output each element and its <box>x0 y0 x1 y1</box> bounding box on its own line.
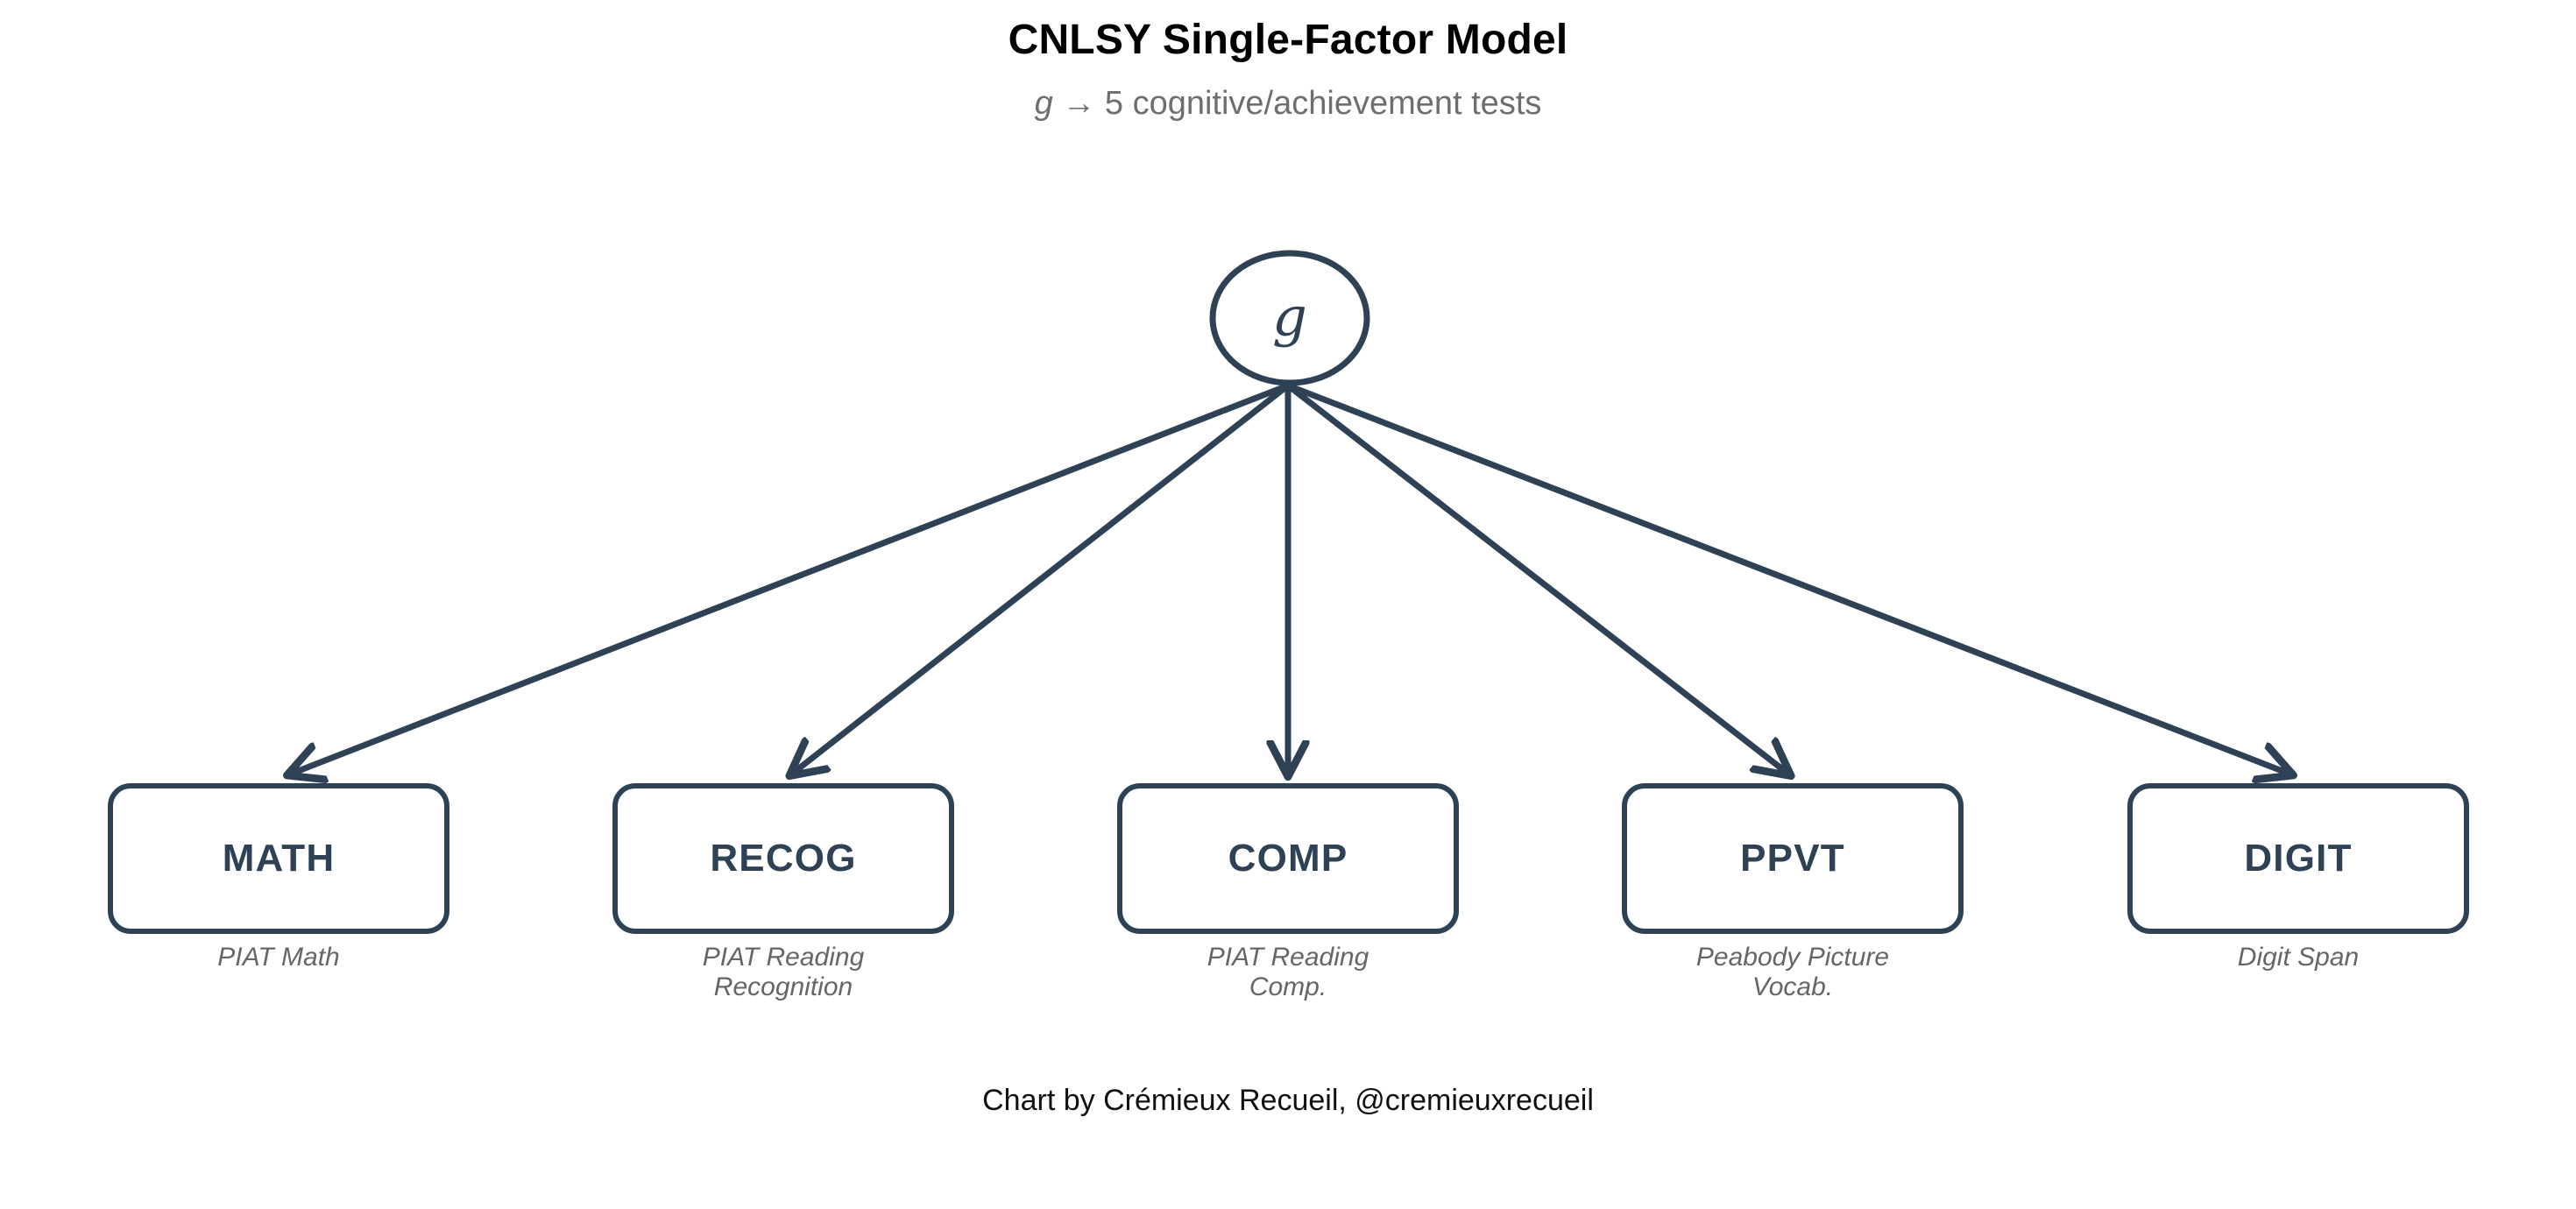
indicator-label-ppvt: PPVT <box>1740 837 1845 880</box>
subtitle-factor-symbol: g <box>1034 85 1053 122</box>
edge-g-to-digit <box>1286 382 2291 774</box>
indicator-box-math[interactable]: MATH <box>108 783 449 934</box>
caption-line: PIAT Math <box>217 943 340 972</box>
caption-line: Digit Span <box>2237 943 2360 972</box>
indicator-caption-math: PIAT Math <box>86 943 471 972</box>
caption-line: Comp. <box>1249 972 1327 1001</box>
indicator-box-comp[interactable]: COMP <box>1117 783 1459 934</box>
latent-factor-node-g[interactable] <box>1209 250 1370 386</box>
indicator-box-digit[interactable]: DIGIT <box>2127 783 2469 934</box>
indicator-label-digit: DIGIT <box>2244 837 2353 880</box>
caption-line: PIAT Reading <box>702 943 865 972</box>
caption-line: Peabody Picture <box>1695 943 1890 972</box>
page-subtitle: g → 5 cognitive/achievement tests <box>0 85 2576 123</box>
indicator-box-recog[interactable]: RECOG <box>612 783 954 934</box>
page-title: CNLSY Single-Factor Model <box>1008 17 1568 63</box>
latent-factor-label: g <box>1272 285 1307 349</box>
edge-g-to-ppvt <box>1285 383 1789 774</box>
indicator-caption-digit: Digit Span <box>2105 943 2491 972</box>
indicator-box-ppvt[interactable]: PPVT <box>1622 783 1964 934</box>
indicator-label-recog: RECOG <box>710 837 857 880</box>
footer-credit: Chart by Crémieux Recueil, @cremieuxrecu… <box>982 1084 1594 1117</box>
indicator-label-comp: COMP <box>1228 837 1348 880</box>
subtitle-rest: → 5 cognitive/achievement tests <box>1052 85 1542 122</box>
indicator-caption-comp: PIAT Reading Comp. <box>1095 943 1481 1002</box>
edge-g-to-math <box>289 382 1290 774</box>
indicator-caption-ppvt: Peabody Picture Vocab. <box>1600 943 1985 1002</box>
edge-g-to-recog <box>791 383 1291 774</box>
caption-line: Vocab. <box>1752 972 1834 1001</box>
indicator-caption-recog: PIAT Reading Recognition <box>591 943 976 1002</box>
caption-line: PIAT Reading <box>1207 943 1369 972</box>
caption-line: Recognition <box>713 972 853 1001</box>
indicator-label-math: MATH <box>222 837 336 880</box>
